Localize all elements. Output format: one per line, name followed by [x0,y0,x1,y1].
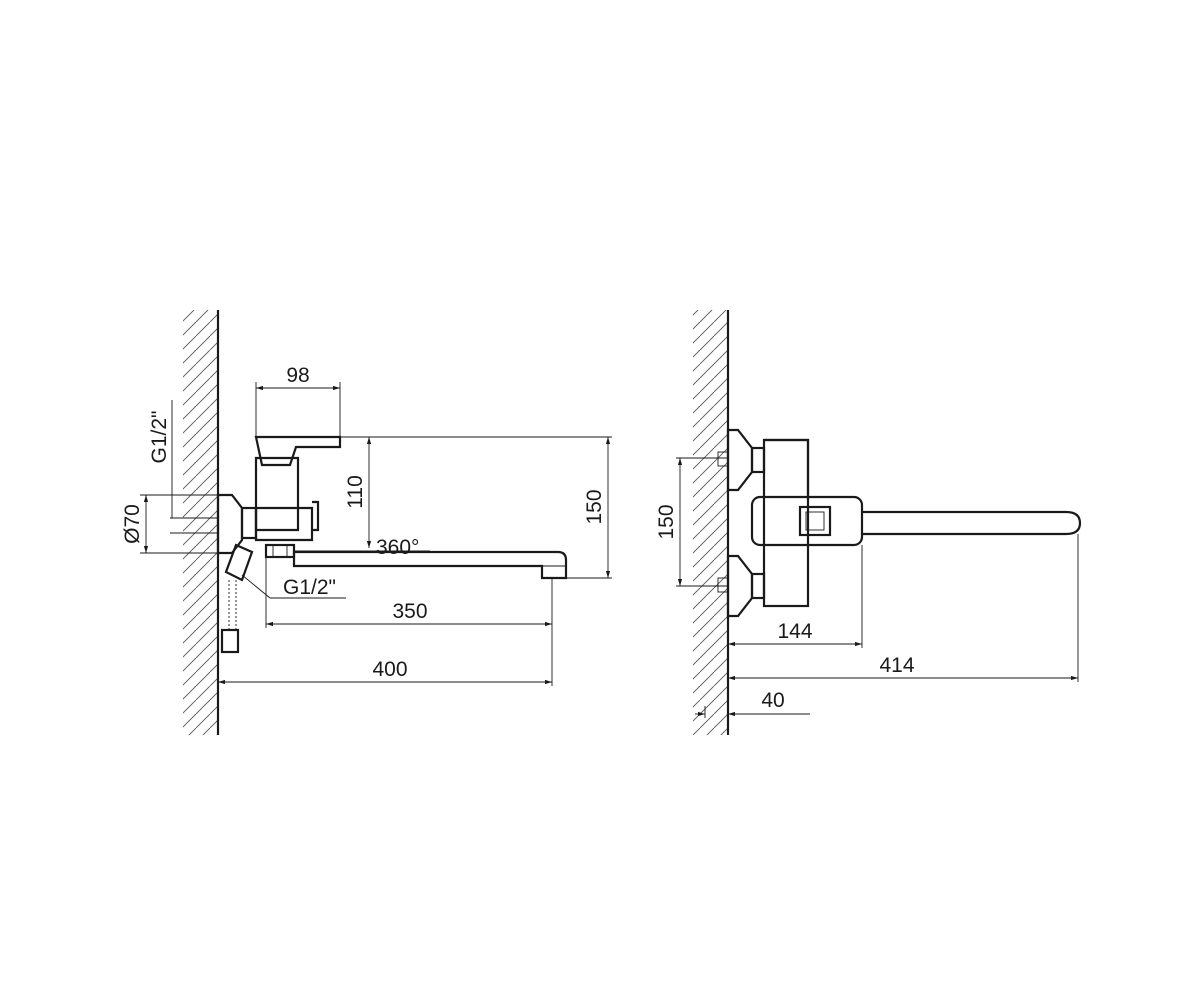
dim-40: 40 [695,689,810,718]
dim-360: 360° [294,536,430,559]
front-body [750,438,864,608]
dim-110-label: 110 [344,475,367,508]
shower-hose [220,543,254,654]
dim-40-label: 40 [761,689,784,712]
dim-400-label: 400 [372,658,407,681]
dim-thread-hose: G1/2" [241,574,346,599]
dim-414: 414 [728,654,1078,681]
dim-350-label: 350 [392,600,427,623]
spout [292,550,568,628]
dim-144-label: 144 [777,620,812,643]
dim-110: 110 [340,436,612,548]
front-spout [862,510,1082,682]
thread-left-label: G1/2" [148,411,171,464]
swivel-angle-label: 360° [376,536,419,559]
side-view: 98 110 150 Ø70 G1/2" 360° [121,310,612,735]
dim-150-label: 150 [583,489,606,524]
dim-144: 144 [728,545,863,648]
dim-thread-left: G1/2" [148,400,173,518]
dim-98-label: 98 [286,364,309,387]
mixer-body [254,435,342,542]
wall-left [183,310,220,735]
dim-414-label: 414 [879,654,914,677]
dim-front-150-label: 150 [655,504,678,539]
swivel-nut [264,543,296,559]
dim-98: 98 [255,364,341,437]
dim-diameter-label: Ø70 [121,504,144,544]
dim-150: 150 [566,437,612,579]
dim-front-150: 150 [655,457,728,587]
wall-right [693,310,730,735]
dim-350: 350 [265,557,552,628]
upper-eccentric [717,428,766,492]
front-view: 150 144 414 40 [655,310,1082,735]
thread-hose-label: G1/2" [283,576,336,599]
dim-400: 400 [218,628,553,686]
dim-diameter-70: Ø70 [121,494,218,554]
